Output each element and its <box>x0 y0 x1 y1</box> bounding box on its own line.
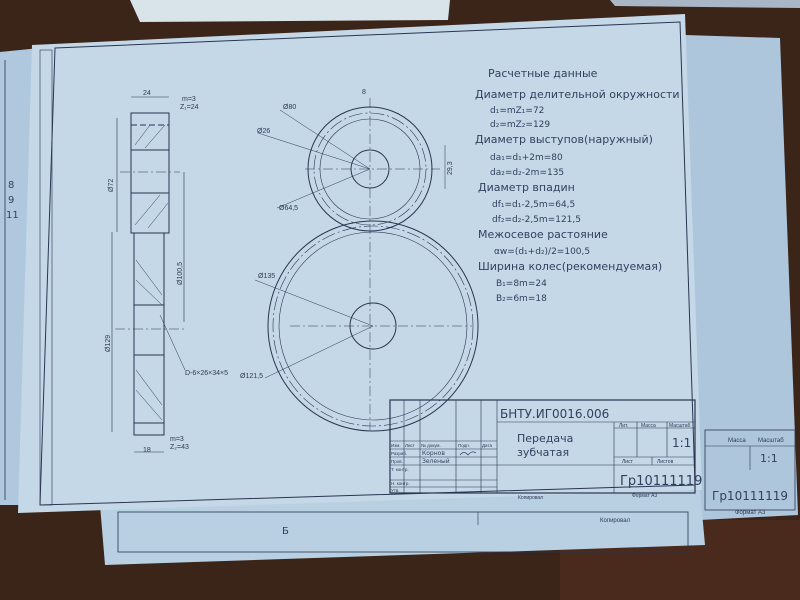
calc-heading: Диаметр выступов(наружный) <box>475 133 653 146</box>
calc-heading: Ширина колес(рекомендуемая) <box>478 260 662 273</box>
left-stamp-strip <box>39 49 53 506</box>
dim-dia-72: Ø72 <box>108 179 115 192</box>
left-number: 9 <box>8 195 14 206</box>
sheets-label: Листов <box>657 459 674 465</box>
row-developed: Разраб. <box>391 451 407 456</box>
back-group: Гр10111119 <box>712 489 788 503</box>
mass-label: Масса <box>641 423 656 429</box>
back-sheet-right: Масса Масштаб 1:1 Гр10111119 Формат А3 <box>685 35 798 520</box>
dim-dia-121-5: Ø121,5 <box>240 373 263 380</box>
gear2-teeth: Z₂=43 <box>170 444 189 451</box>
signature <box>459 451 477 456</box>
row-approved: Утв. <box>391 488 400 493</box>
dim-key-width: 8 <box>362 89 366 96</box>
col-izm: Изм. <box>391 443 401 448</box>
group-number: Гр10111119 <box>620 474 702 489</box>
row-tcontrol: Т. контр. <box>391 467 409 472</box>
gear-section-view <box>111 96 186 453</box>
back-section-letter: Б <box>282 526 289 537</box>
gear-front-view <box>254 98 479 432</box>
col-sign: Подп. <box>458 443 470 448</box>
back-format: Формат А3 <box>735 510 766 516</box>
doc-code: БНТУ.ИГ0016.006 <box>500 407 609 421</box>
calc-heading: Диаметр впадин <box>478 181 575 194</box>
calc-formula: B₁=8m=24 <box>496 279 547 289</box>
calc-formula: df₂=d₂-2,5m=121,5 <box>492 215 581 225</box>
scale-label: Масштаб <box>669 423 691 429</box>
developer-name: Корнов <box>422 450 445 457</box>
back-scale-label: Масштаб <box>758 438 784 444</box>
lit-label: Лит. <box>619 423 628 429</box>
left-number: 8 <box>8 180 14 191</box>
dim-width-top: 24 <box>143 90 151 97</box>
drawing-name-line1: Передача <box>517 432 573 445</box>
dim-width-bottom: 18 <box>143 447 151 454</box>
col-doc: № докум. <box>421 443 441 448</box>
gear2-module: m=3 <box>170 436 184 443</box>
left-number: 11 <box>6 210 19 221</box>
dim-dia-129: Ø129 <box>105 335 112 352</box>
sheet-label: Лист <box>622 459 634 465</box>
calc-formula: B₂=6m=18 <box>496 294 547 304</box>
copied-label: Копировал <box>518 495 543 501</box>
col-list: Лист <box>405 443 415 448</box>
calc-formula: dа₁=d₁+2m=80 <box>490 153 563 163</box>
calc-formula: dа₂=d₂-2m=135 <box>490 168 564 178</box>
back-sheet-bottom: Копировал Б <box>100 490 705 565</box>
dim-29-3: 29,3 <box>447 161 454 175</box>
calc-formula: d₁=mZ₁=72 <box>490 106 544 116</box>
main-drawing-sheet: 24 m=3 Z₁=24 Ø72 Ø100,5 Ø129 D-6×26×34×5… <box>18 14 702 513</box>
row-ncontrol: Н. контр. <box>391 481 410 486</box>
dim-dia-26: Ø26 <box>257 128 270 135</box>
calc-formula: αw=(d₁+d₂)/2=100,5 <box>494 247 590 257</box>
calculations-block: Расчетные данные Диаметр делительной окр… <box>475 67 680 304</box>
row-checked: Пров. <box>391 459 403 464</box>
calc-heading: Межосевое растояние <box>478 228 608 241</box>
dim-dia-100-5: Ø100,5 <box>177 262 184 285</box>
checker-name: Зеленый <box>422 458 450 465</box>
dim-dia-80: Ø80 <box>283 104 296 111</box>
book-edge <box>610 0 800 8</box>
gear1-module: m=3 <box>182 96 196 103</box>
dim-dia-135: Ø135 <box>258 273 275 280</box>
calc-title: Расчетные данные <box>488 67 598 80</box>
back-copied: Копировал <box>600 518 631 524</box>
calc-heading: Диаметр делительной окружности <box>475 88 680 101</box>
calc-formula: d₂=mZ₂=129 <box>490 120 550 130</box>
format-label: Формат А3 <box>632 493 657 499</box>
col-date: Дата <box>482 443 492 448</box>
back-scale: 1:1 <box>760 452 778 465</box>
dim-dia-64-5: Ø64,5 <box>279 205 298 212</box>
drawing-name-line2: зубчатая <box>517 446 569 459</box>
title-block: БНТУ.ИГ0016.006 Передача зубчатая Изм. Л… <box>389 399 702 501</box>
back-mass-label: Масса <box>728 438 746 444</box>
scale-value: 1:1 <box>672 436 691 450</box>
spline-spec: D-6×26×34×5 <box>185 370 228 377</box>
calc-formula: df₁=d₁-2,5m=64,5 <box>492 200 575 210</box>
book <box>130 0 450 22</box>
gear1-teeth: Z₁=24 <box>180 104 199 111</box>
